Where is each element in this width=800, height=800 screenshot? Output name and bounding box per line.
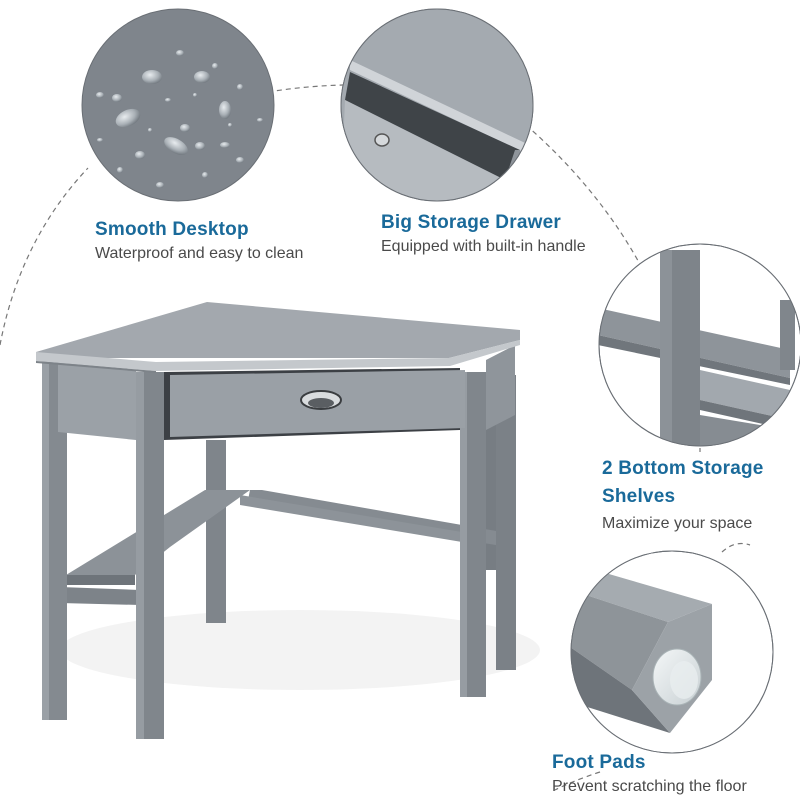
open-drawer-icon	[340, 8, 534, 202]
shelf-joint-icon	[598, 243, 800, 447]
feature-smooth-desktop: Smooth Desktop Waterproof and easy to cl…	[95, 219, 303, 264]
feature-description: Maximize your space	[602, 515, 753, 532]
feature-title: Foot Pads	[552, 752, 646, 773]
feature-title: Smooth Desktop	[95, 219, 249, 240]
foot-pad-icon	[570, 550, 774, 754]
feature-description: Waterproof and easy to clean	[95, 245, 304, 262]
feature-description: Prevent scratching the floor	[552, 778, 747, 795]
feature-title: Big Storage Drawer	[381, 212, 561, 233]
feature-bottom-storage-shelves: 2 Bottom Storage Shelves Maximize your s…	[602, 455, 800, 534]
feature-big-storage-drawer: Big Storage Drawer Equipped with built-i…	[381, 212, 586, 257]
dashed-connector-arc	[0, 84, 751, 791]
corner-desk-image	[36, 302, 540, 739]
water-droplets-icon	[81, 8, 275, 202]
feature-foot-pads: Foot Pads Prevent scratching the floor	[552, 752, 747, 797]
feature-title: 2 Bottom Storage Shelves	[602, 458, 764, 507]
feature-description: Equipped with built-in handle	[381, 238, 586, 255]
